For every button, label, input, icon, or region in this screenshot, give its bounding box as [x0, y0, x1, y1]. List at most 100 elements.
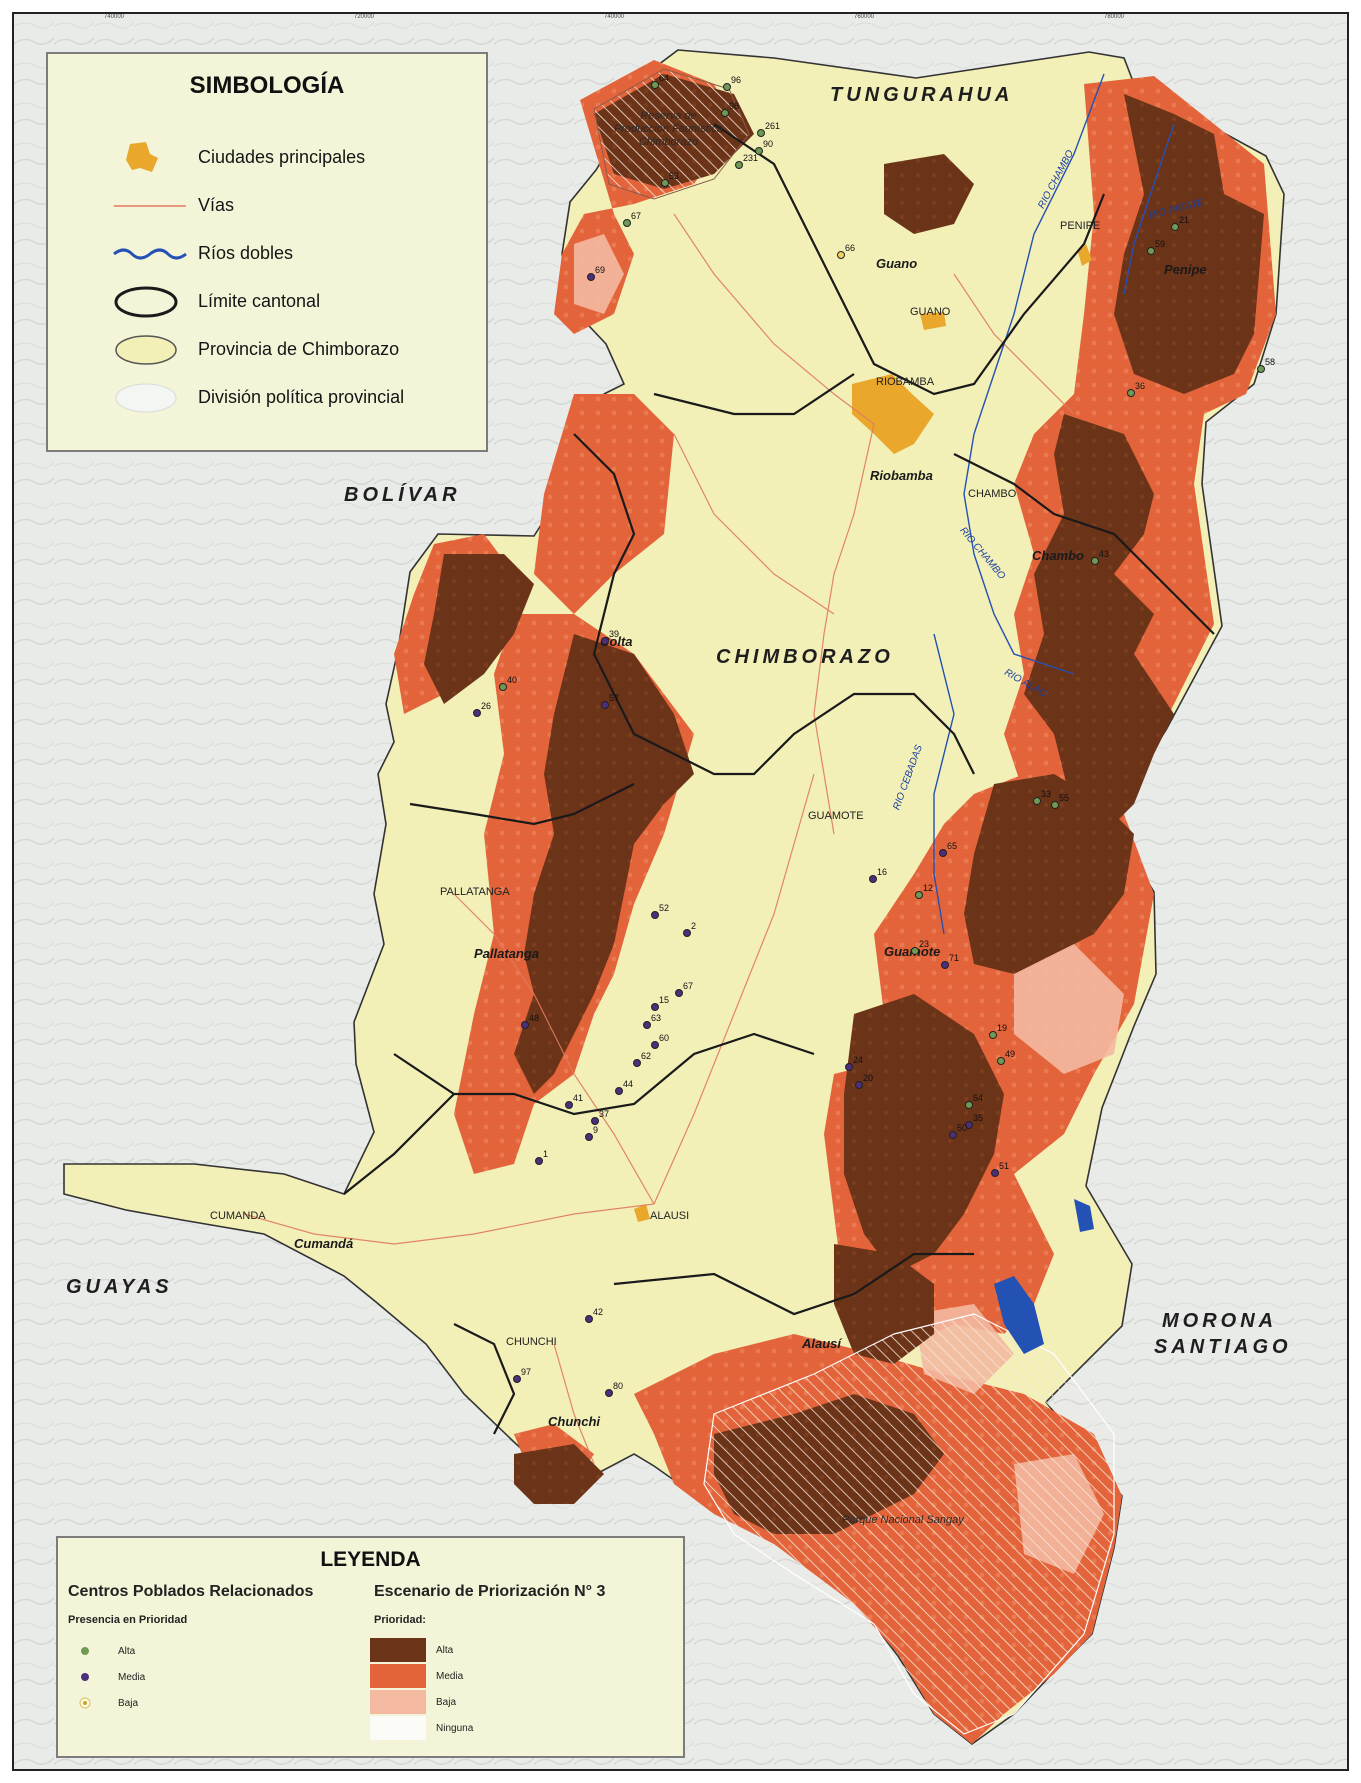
settlement-point — [1171, 223, 1179, 231]
settlement-point-label: 20 — [863, 1073, 874, 1083]
simbologia-item: Vías — [48, 186, 486, 226]
settlement-point — [965, 1101, 973, 1109]
settlement-point-label: 42 — [593, 1307, 604, 1317]
label-reserva-chimborazo: Reserva de Producción Faunística Chimbor… — [614, 110, 723, 149]
settlement-point-label: 44 — [623, 1079, 634, 1089]
settlement-point — [605, 1389, 613, 1397]
label-city-cumanda: CUMANDA — [210, 1210, 266, 1222]
settlement-point — [997, 1057, 1005, 1065]
settlement-point-label: 12 — [923, 883, 934, 893]
settlement-point — [837, 251, 845, 259]
swatch-alta — [370, 1638, 426, 1662]
label-canton-chambo: Chambo — [1032, 548, 1084, 563]
settlement-point-label: 261 — [765, 121, 781, 131]
settlement-point — [585, 1133, 593, 1141]
simbologia-label: Ríos dobles — [198, 243, 294, 263]
settlement-point — [941, 961, 949, 969]
settlement-point — [1127, 389, 1135, 397]
settlement-point-label: 96 — [731, 75, 742, 85]
settlement-point-label: 231 — [743, 153, 759, 163]
settlement-point — [499, 683, 507, 691]
leyenda-centros-title: Centros Poblados Relacionados — [68, 1583, 314, 1600]
presencia-media-label: Media — [118, 1672, 146, 1683]
point-media-icon — [81, 1673, 89, 1681]
settlement-point-label: 53 — [669, 171, 680, 181]
settlement-point-label: 37 — [599, 1109, 610, 1119]
settlement-point-label: 67 — [683, 981, 694, 991]
label-parque-sangay: Parque Nacional Sangay — [842, 1514, 964, 1526]
settlement-point — [755, 147, 763, 155]
leyenda-prioridad-label: Prioridad: — [374, 1614, 426, 1626]
settlement-point-label: 66 — [845, 243, 856, 253]
settlement-point-label: 65 — [947, 841, 958, 851]
settlement-point — [1091, 557, 1099, 565]
label-bolivar: BOLÍVAR — [344, 484, 461, 506]
label-morona: MORONA — [1162, 1310, 1278, 1332]
simbologia-label: Límite cantonal — [198, 291, 321, 311]
coordinate-tick: 740000 — [104, 14, 125, 20]
label-canton-chunchi: Chunchi — [548, 1414, 600, 1429]
settlement-point — [1033, 797, 1041, 805]
label-canton-alausi: Alausí — [802, 1336, 842, 1351]
reserva-chimborazo-area — [593, 68, 750, 200]
settlement-point-label: 19 — [997, 1023, 1008, 1033]
settlement-point — [587, 273, 595, 281]
settlement-point-label: 63 — [651, 1013, 662, 1023]
parque-sangay-area — [703, 1313, 1115, 1735]
label-canton-riobamba: Riobamba — [870, 468, 933, 483]
settlement-point — [601, 637, 609, 645]
settlement-point — [915, 891, 923, 899]
settlement-point — [845, 1063, 853, 1071]
label-chimborazo: CHIMBORAZO — [716, 646, 894, 668]
settlement-point — [633, 1059, 641, 1067]
leyenda-escenario-title: Escenario de Priorización N° 3 — [374, 1583, 606, 1600]
label-canton-pallatanga: Pallatanga — [474, 946, 540, 961]
prioridad-alta-label: Alta — [436, 1645, 454, 1656]
label-city-penipe: PENIPE — [1060, 220, 1101, 232]
settlement-point — [683, 929, 691, 937]
settlement-point — [757, 129, 765, 137]
settlement-point-label: 50 — [957, 1123, 968, 1133]
settlement-point — [723, 83, 731, 91]
settlement-point-label: 33 — [1041, 789, 1052, 799]
canton-boundary-icon — [114, 286, 178, 318]
settlement-point-label: 35 — [973, 1113, 984, 1123]
coordinate-tick: 740000 — [604, 14, 625, 20]
simbologia-item: Límite cantonal — [48, 282, 486, 322]
settlement-point-label: 57 — [609, 693, 620, 703]
leyenda-presencia-label: Presencia en Prioridad — [68, 1614, 188, 1626]
settlement-point-label: 15 — [659, 995, 670, 1005]
label-city-alausi: ALAUSI — [650, 1210, 690, 1222]
settlement-point — [473, 709, 481, 717]
settlement-point — [623, 219, 631, 227]
settlement-point-label: 9 — [593, 1125, 599, 1135]
settlement-point — [855, 1081, 863, 1089]
label-guayas: GUAYAS — [66, 1276, 173, 1298]
settlement-point — [911, 947, 919, 955]
label-city-chunchi: CHUNCHI — [506, 1336, 557, 1348]
settlement-point-label: 21 — [1179, 215, 1190, 225]
settlement-point-label: 69 — [595, 265, 606, 275]
settlement-point — [651, 81, 659, 89]
settlement-point — [521, 1021, 529, 1029]
simbologia-item: División política provincial — [48, 378, 486, 418]
settlement-point-label: 24 — [853, 1055, 864, 1065]
label-santiago: SANTIAGO — [1154, 1336, 1292, 1358]
settlement-point-label: 90 — [763, 139, 774, 149]
settlement-point — [949, 1131, 957, 1139]
simbologia-item: Provincia de Chimborazo — [48, 330, 486, 370]
presencia-alta-label: Alta — [118, 1646, 136, 1657]
settlement-point-label: 23 — [919, 939, 930, 949]
label-city-guamote: GUAMOTE — [808, 810, 864, 822]
coordinate-tick: 720000 — [354, 14, 375, 20]
simbologia-label: División política provincial — [198, 387, 405, 407]
settlement-point — [535, 1157, 543, 1165]
settlement-point-label: 80 — [613, 1381, 624, 1391]
label-canton-guano: Guano — [876, 256, 918, 271]
label-tungurahua: TUNGURAHUA — [830, 84, 1014, 106]
settlement-point — [939, 849, 947, 857]
settlement-point — [1147, 247, 1155, 255]
settlement-point-label: 36 — [1135, 381, 1146, 391]
river-icon — [113, 248, 187, 260]
settlement-point — [1051, 801, 1059, 809]
